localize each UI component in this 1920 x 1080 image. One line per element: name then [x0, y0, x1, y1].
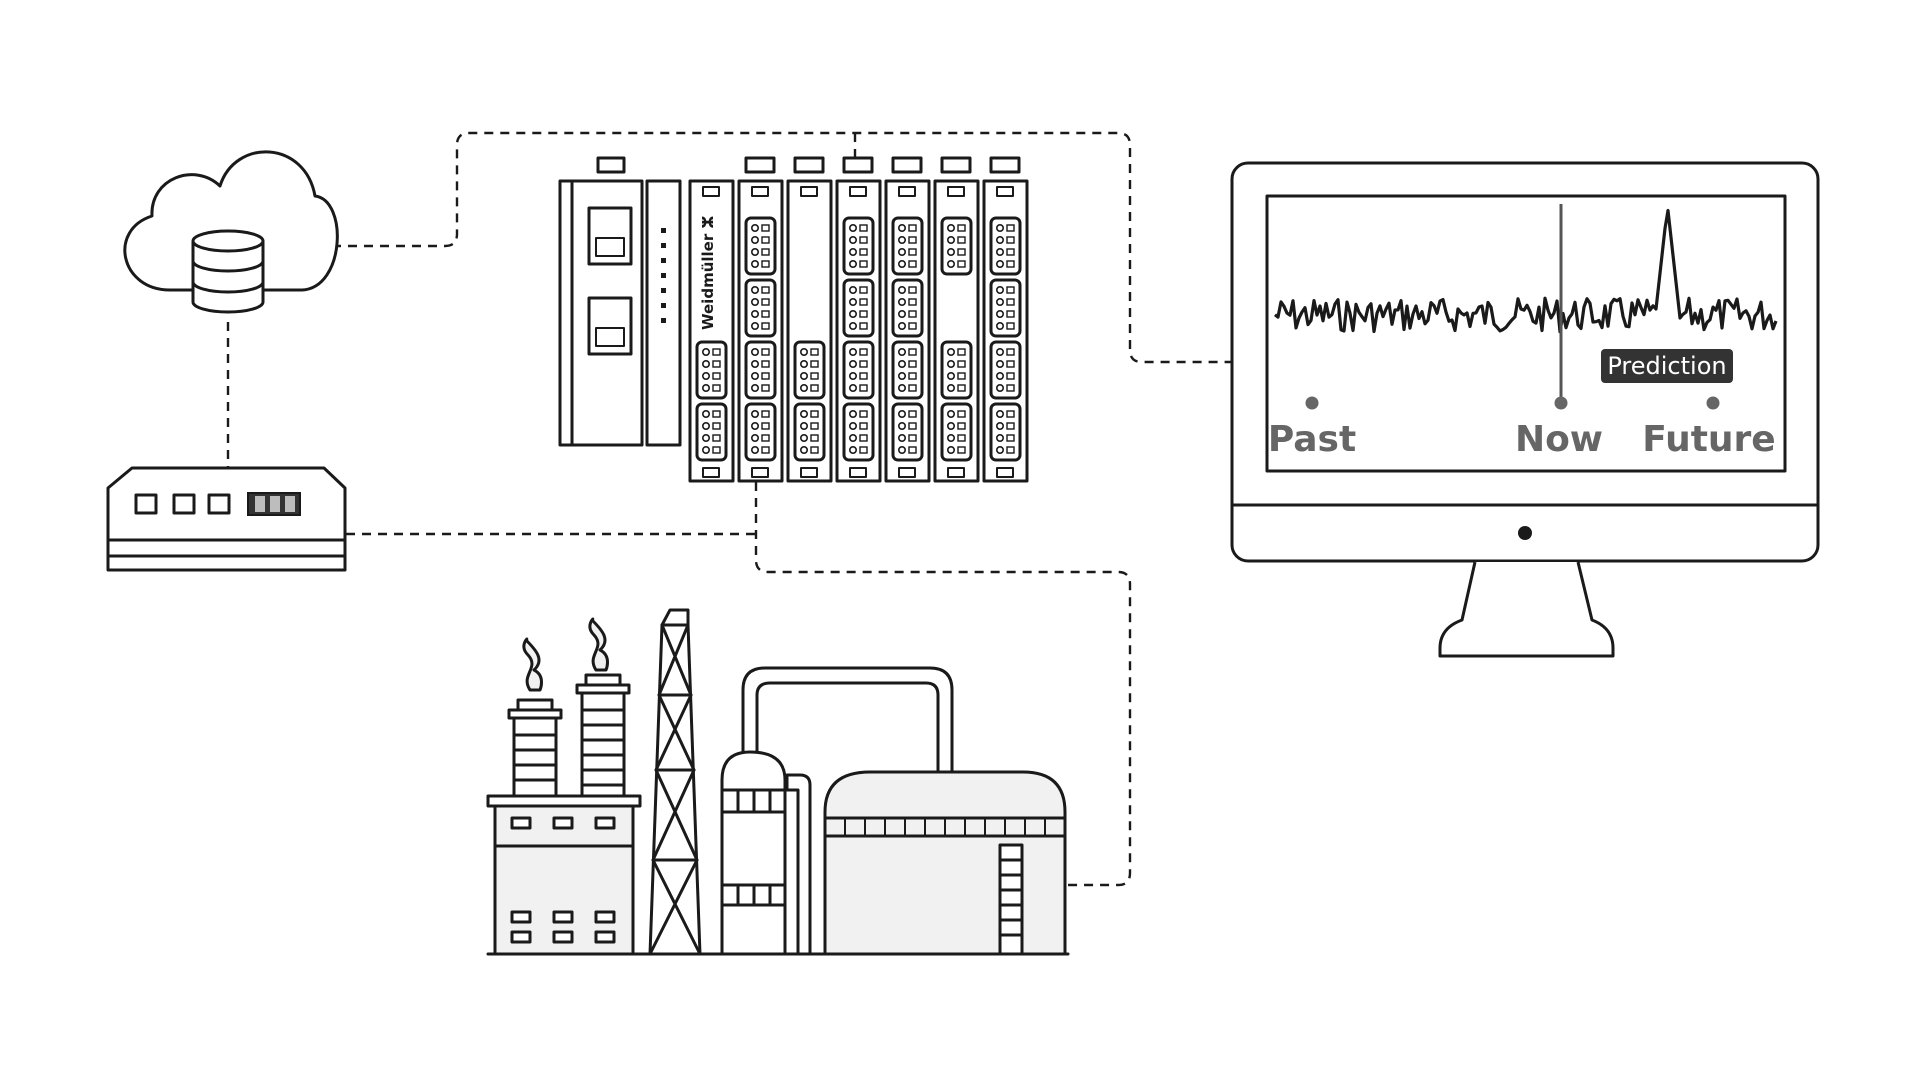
io-module [786, 156, 833, 483]
monitor-power-dot [1518, 526, 1532, 540]
future-marker-dot [1706, 396, 1720, 410]
io-module [737, 156, 784, 483]
prediction-label: Prediction [1607, 352, 1726, 380]
factory-icon [486, 608, 1067, 956]
io-controller-icon: Weidmüller ⵣ [558, 156, 1029, 483]
io-module [982, 156, 1029, 483]
past-marker-dot [1305, 396, 1319, 410]
io-module [835, 156, 882, 483]
signal-line [1274, 208, 1778, 334]
prediction-badge [1601, 349, 1733, 383]
future-label: Future [1642, 419, 1775, 460]
cloud-to-controller-line [332, 131, 1232, 364]
controller-to-factory-line [754, 482, 1132, 887]
now-label: Now [1515, 419, 1603, 460]
past-label: Past [1268, 419, 1356, 460]
connection-lines [226, 131, 1232, 887]
io-module [884, 156, 931, 483]
now-marker-dot [1554, 396, 1568, 410]
io-module [688, 179, 735, 483]
network-switch-icon [106, 466, 347, 572]
monitor-icon: Prediction Past Now Future [1230, 161, 1820, 658]
controller-brand-label: Weidmüller ⵣ [699, 216, 717, 330]
io-module [933, 156, 980, 483]
cloud-database-icon [123, 150, 339, 314]
